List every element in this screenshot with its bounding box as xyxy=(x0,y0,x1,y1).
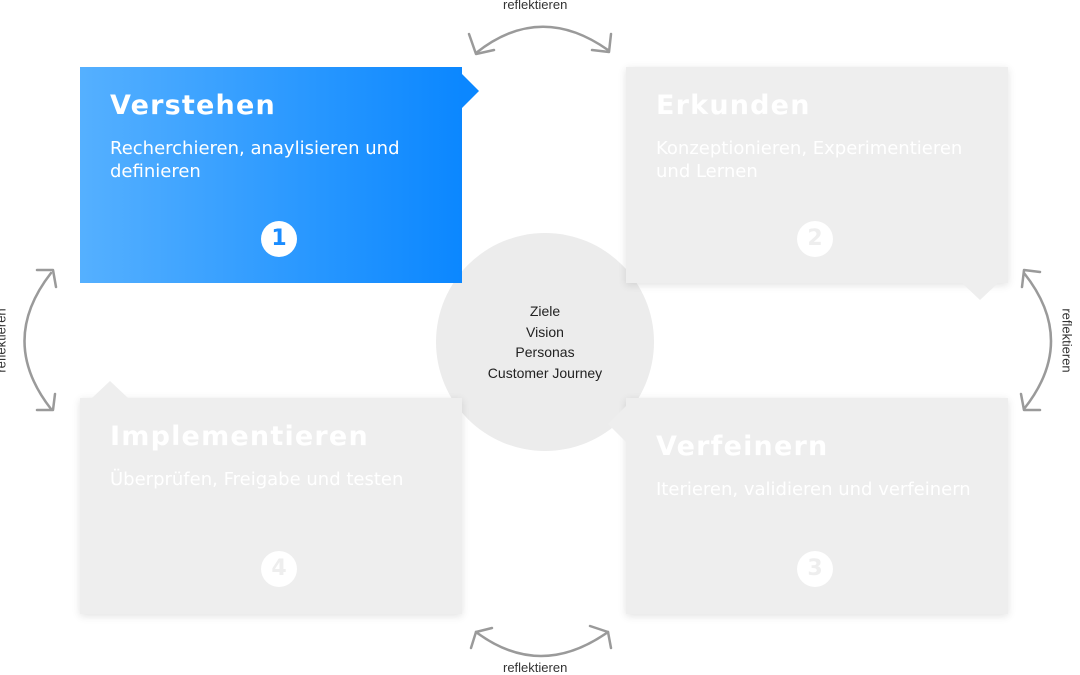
center-item-customer-journey: Customer Journey xyxy=(487,364,603,381)
right-reflect-arrow xyxy=(1022,271,1053,411)
card-description: Iterieren, validieren und verfeinern xyxy=(656,479,971,500)
card-title: Implementieren xyxy=(110,421,369,452)
center-item-vision: Vision xyxy=(526,323,564,340)
bottom-arrow-head-left xyxy=(469,626,494,650)
card-verstehen-pointer xyxy=(462,74,479,108)
bottom-reflect-arrow xyxy=(474,630,610,658)
card-title: Erkunden xyxy=(656,90,811,121)
reflect-label-bottom: reflektieren xyxy=(503,660,568,675)
card-title: Verstehen xyxy=(110,90,276,121)
step-number-badge: 1 xyxy=(261,221,297,257)
step-number-badge: 4 xyxy=(261,551,297,587)
card-implementieren-pointer xyxy=(92,381,128,398)
card-title: Verfeinern xyxy=(656,431,829,462)
step-number-badge: 2 xyxy=(797,221,833,257)
center-item-ziele: Ziele xyxy=(529,303,561,319)
reflect-label-top: reflektieren xyxy=(503,0,568,12)
center-item-personas: Personas xyxy=(515,344,575,360)
card-description: Überprüfen, Freigabe und testen xyxy=(110,469,404,490)
top-arrow-head-right xyxy=(590,32,613,54)
card-implementieren[interactable]: Implementieren Überprüfen, Freigabe und … xyxy=(80,398,462,614)
card-erkunden-pointer xyxy=(962,283,998,300)
card-description: Recherchieren, anaylisieren und definier… xyxy=(110,138,400,182)
card-description: Konzeptionieren, Experimentieren und Ler… xyxy=(656,138,963,182)
card-erkunden[interactable]: Erkunden Konzeptionieren, Experimentiere… xyxy=(626,67,1008,283)
top-reflect-arrow xyxy=(474,25,610,55)
card-verfeinern-pointer xyxy=(608,406,626,442)
left-arrow-head-top xyxy=(35,268,58,289)
reflect-label-right: reflektieren xyxy=(1059,308,1075,373)
card-verstehen[interactable]: Verstehen Recherchieren, anaylisieren un… xyxy=(80,67,462,283)
bottom-arrow-head-right xyxy=(588,624,613,650)
reflect-label-left: reflektieren xyxy=(0,308,9,373)
card-verfeinern[interactable]: Verfeinern Iterieren, validieren und ver… xyxy=(626,398,1008,614)
top-arrow-head-left xyxy=(467,32,496,56)
right-arrow-head-top xyxy=(1020,268,1042,289)
left-arrow-head-bottom xyxy=(35,392,57,412)
left-reflect-arrow xyxy=(23,271,53,411)
step-number-badge: 3 xyxy=(797,551,833,587)
right-arrow-head-bottom xyxy=(1019,392,1042,412)
